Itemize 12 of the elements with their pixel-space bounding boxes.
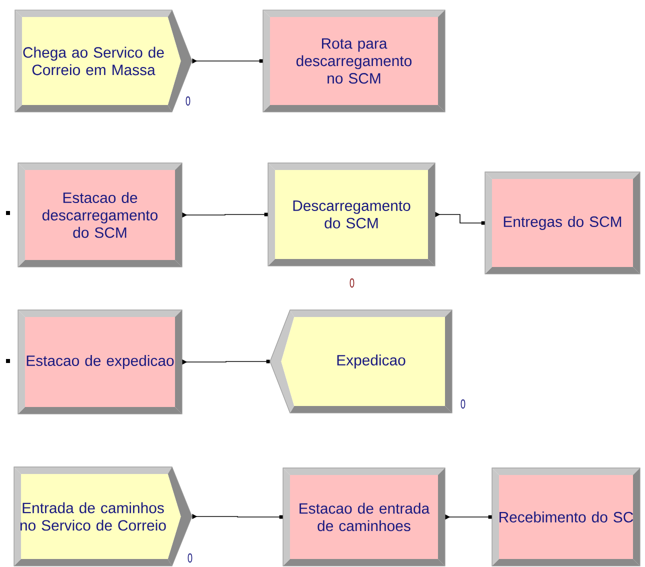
process-box: Estacao de expedicao	[18, 310, 182, 414]
counter-label: 0	[350, 278, 354, 288]
process-box: Recebimento do SC	[492, 468, 640, 566]
process-box: Estacao de entrada de caminhoes	[282, 468, 446, 566]
process-box: Estacao de descarregamento do SCM	[18, 162, 182, 268]
process-box: Rota para descarregamento no SCM	[262, 10, 446, 112]
process-box: Descarregamento do SCM	[268, 162, 436, 266]
process-box: Entregas do SCM	[484, 172, 640, 274]
counter-label: 0	[188, 553, 192, 563]
counter-label: 0	[460, 399, 466, 409]
counter-label: 0	[186, 96, 190, 106]
dispose-module-box: Expedicao	[270, 310, 452, 414]
